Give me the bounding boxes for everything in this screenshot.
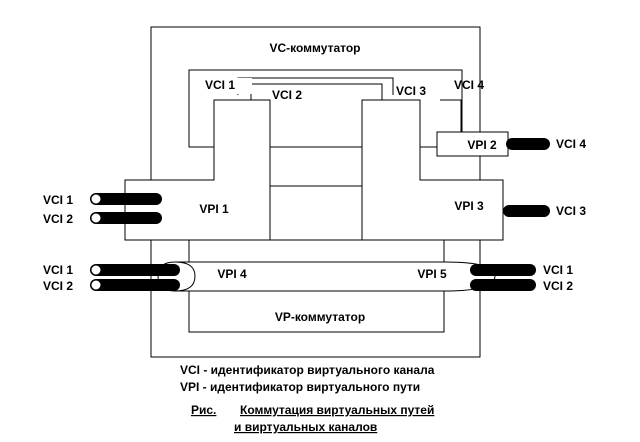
cable-left-vpi1-vci2: [90, 212, 162, 224]
vpi3-block: [361, 99, 504, 241]
vpi2-block: [436, 131, 509, 157]
right-vpi5-vci2-label: VCI 2: [543, 279, 573, 293]
top-vci1-label: VCI 1: [205, 78, 235, 92]
caption-prefix: Рис.: [191, 403, 216, 417]
vp-switch-label: VP-коммутатор: [275, 310, 365, 324]
cable-right-vpi2-vci4: [506, 138, 550, 150]
vci1-path: [237, 77, 394, 95]
top-vci2-label: VCI 2: [272, 88, 302, 102]
vci2-path: [250, 83, 383, 100]
cable-right-vpi3-vci3: [503, 205, 550, 217]
right-vpi3-vci3-label: VCI 3: [556, 204, 586, 218]
vpi2-connector: [440, 99, 462, 132]
vpi2-label: VPI 2: [467, 138, 497, 152]
left-vpi1-vci1-label: VCI 1: [43, 193, 73, 207]
cable-right-vpi5-vci2: [470, 279, 536, 291]
vpi1-block: [124, 99, 271, 241]
right-vpi2-vci4-label: VCI 4: [556, 137, 586, 151]
legend-vpi: VPI - идентификатор виртуального пути: [180, 380, 420, 394]
cable-left-vpi1-vci1: [90, 193, 162, 205]
top-vci4-label: VCI 4: [454, 78, 484, 92]
legend-vci: VCI - идентификатор виртуального канала: [180, 363, 435, 377]
cable-left-vpi4-vci1: [90, 264, 180, 276]
vpi5-label: VPI 5: [417, 267, 447, 281]
vpi4-label: VPI 4: [217, 267, 247, 281]
top-vci3-label: VCI 3: [396, 84, 426, 98]
vc-switch-label: VC-коммутатор: [269, 41, 360, 55]
left-vpi1-vci2-label: VCI 2: [43, 212, 73, 226]
left-vpi4-vci2-label: VCI 2: [43, 279, 73, 293]
vci4-loop: [188, 69, 463, 148]
left-vpi4-vci1-label: VCI 1: [43, 263, 73, 277]
cable-right-vpi5-vci1: [470, 264, 536, 276]
caption-line1: Коммутация виртуальных путей: [240, 403, 434, 417]
cable-left-vpi4-vci2: [90, 279, 180, 291]
vpi3-label: VPI 3: [454, 199, 484, 213]
caption-line2: и виртуальных каналов: [234, 420, 377, 434]
vpi1-label: VPI 1: [199, 202, 229, 216]
right-vpi5-vci1-label: VCI 1: [543, 263, 573, 277]
